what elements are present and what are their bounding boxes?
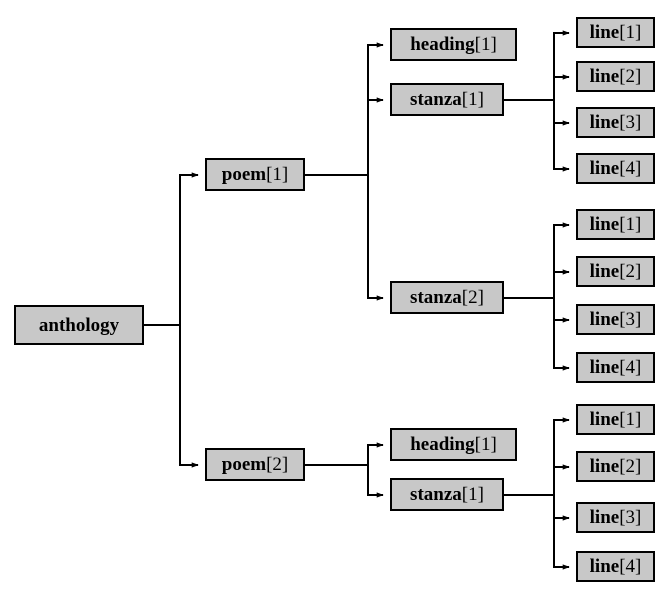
node-s3line3[interactable]: line[3] bbox=[576, 502, 655, 533]
node-p1stanza1[interactable]: stanza[1] bbox=[390, 83, 504, 116]
node-label-index: [1] bbox=[474, 34, 497, 55]
edge-p2stanza1-to-s3line4 bbox=[504, 494, 570, 570]
edge-p2stanza1-to-s3line2 bbox=[504, 464, 570, 496]
node-p2stanza1[interactable]: stanza[1] bbox=[390, 478, 504, 511]
node-s1line3[interactable]: line[3] bbox=[576, 107, 655, 138]
node-label-name: stanza bbox=[410, 484, 462, 505]
node-s1line2[interactable]: line[2] bbox=[576, 61, 655, 92]
edge-poem1-to-p1stanza2 bbox=[305, 174, 384, 301]
node-label-name: line bbox=[589, 158, 620, 179]
node-label-name: heading bbox=[410, 34, 475, 55]
node-label-name: poem bbox=[221, 164, 267, 185]
node-label-index: [3] bbox=[619, 507, 642, 528]
edge-p1stanza2-to-s2line1 bbox=[504, 222, 570, 299]
edge-p1stanza2-to-s2line3 bbox=[504, 297, 570, 323]
node-label-name: line bbox=[589, 357, 620, 378]
node-label-index: [4] bbox=[619, 556, 642, 577]
node-label-name: line bbox=[589, 214, 620, 235]
node-label-name: heading bbox=[410, 434, 475, 455]
node-label-index: [2] bbox=[619, 456, 642, 477]
node-anthology[interactable]: anthology bbox=[14, 305, 144, 345]
node-label-index: [3] bbox=[619, 309, 642, 330]
edge-p1stanza2-to-s2line2 bbox=[504, 269, 570, 299]
node-label-name: anthology bbox=[38, 314, 120, 336]
node-p1heading1[interactable]: heading[1] bbox=[390, 28, 517, 61]
node-label-name: line bbox=[589, 112, 620, 133]
node-s3line1[interactable]: line[1] bbox=[576, 404, 655, 435]
edge-anthology-to-poem1 bbox=[144, 172, 199, 326]
edge-p1stanza1-to-s1line4 bbox=[504, 99, 570, 172]
node-label-index: [4] bbox=[619, 357, 642, 378]
edge-anthology-to-poem2 bbox=[144, 324, 199, 468]
edge-p1stanza1-to-s1line3 bbox=[504, 99, 570, 126]
node-label-index: [2] bbox=[619, 66, 642, 87]
node-label-name: line bbox=[589, 261, 620, 282]
node-label-name: line bbox=[589, 409, 620, 430]
node-label-index: [1] bbox=[474, 434, 497, 455]
node-label-index: [1] bbox=[461, 89, 484, 110]
node-s3line2[interactable]: line[2] bbox=[576, 451, 655, 482]
node-label-name: poem bbox=[221, 454, 267, 475]
node-poem2[interactable]: poem[2] bbox=[205, 448, 305, 481]
node-p1stanza2[interactable]: stanza[2] bbox=[390, 281, 504, 314]
edge-poem1-to-p1heading1 bbox=[305, 42, 384, 176]
edge-p1stanza2-to-s2line4 bbox=[504, 297, 570, 371]
node-label-index: [1] bbox=[266, 164, 289, 185]
node-label-name: stanza bbox=[410, 287, 462, 308]
node-s1line4[interactable]: line[4] bbox=[576, 153, 655, 184]
node-s1line1[interactable]: line[1] bbox=[576, 17, 655, 48]
node-label-index: [2] bbox=[461, 287, 484, 308]
node-label-index: [1] bbox=[619, 409, 642, 430]
node-label-name: line bbox=[589, 556, 620, 577]
edge-p1stanza1-to-s1line2 bbox=[504, 74, 570, 101]
node-s2line1[interactable]: line[1] bbox=[576, 209, 655, 240]
edge-poem2-to-p2stanza1 bbox=[305, 464, 384, 498]
node-label-index: [3] bbox=[619, 112, 642, 133]
edge-p2stanza1-to-s3line3 bbox=[504, 494, 570, 521]
node-poem1[interactable]: poem[1] bbox=[205, 158, 305, 191]
edge-poem2-to-p2heading1 bbox=[305, 442, 384, 466]
node-label-name: line bbox=[589, 507, 620, 528]
node-label-index: [2] bbox=[266, 454, 289, 475]
node-label-index: [1] bbox=[461, 484, 484, 505]
node-label-name: stanza bbox=[410, 89, 462, 110]
node-label-name: line bbox=[589, 66, 620, 87]
node-label-name: line bbox=[589, 456, 620, 477]
edge-poem1-to-p1stanza1 bbox=[305, 97, 384, 176]
node-label-index: [1] bbox=[619, 214, 642, 235]
node-label-index: [4] bbox=[619, 158, 642, 179]
node-p2heading1[interactable]: heading[1] bbox=[390, 428, 517, 461]
node-s2line4[interactable]: line[4] bbox=[576, 352, 655, 383]
node-s2line2[interactable]: line[2] bbox=[576, 256, 655, 287]
node-label-index: [2] bbox=[619, 261, 642, 282]
node-label-name: line bbox=[589, 309, 620, 330]
node-s2line3[interactable]: line[3] bbox=[576, 304, 655, 335]
node-label-index: [1] bbox=[619, 22, 642, 43]
node-label-name: line bbox=[589, 22, 620, 43]
node-s3line4[interactable]: line[4] bbox=[576, 551, 655, 582]
